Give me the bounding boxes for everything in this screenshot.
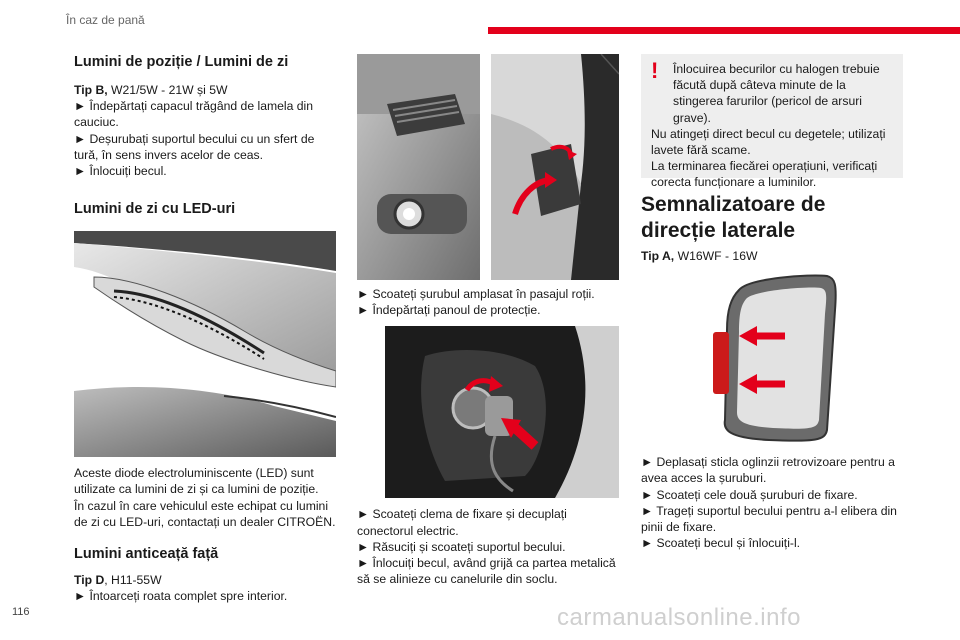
step-m3: ► Scoateți clema de fixare și decuplați … [357,507,567,538]
heading-pozitie: Lumini de poziție / Lumini de zi [74,54,289,70]
step-m4: ► Răsuciți și scoateți suportul becului. [357,539,566,554]
tip-d-line: Tip D, H11-55W [74,572,336,588]
fog-lamp-image [357,54,480,280]
tip-a-line: Tip A, W16WF - 16W [641,248,903,264]
step-b2: ► Deșurubați suportul becului cu un sfer… [74,131,315,162]
warning-text-2: Nu atingeți direct becul cu degetele; ut… [651,126,886,158]
wheel-arch-image [491,54,619,280]
warning-text-3: La terminarea fiecărei operațiuni, verif… [651,159,878,190]
step-m2: ► Îndepărtați panoul de protecție. [357,303,541,318]
right-column: Semnalizatoare de direcție laterale Tip … [641,192,903,551]
bulb-holder-image [385,326,619,499]
tip-b-line: Tip B, W21/5W - 21W și 5W [74,82,336,98]
heading-ceata: Lumini anticeață față [74,546,219,563]
tip-d-value: , H11-55W [104,573,162,588]
tip-a-value: W16WF - 16W [674,249,758,263]
warning-icon: ! [651,58,659,83]
step-r1: ► Deplasați sticla oglinzii retrovizoare… [641,455,895,486]
warning-text-1: Înlocuirea becurilor cu halogen trebuie … [673,62,880,125]
step-b3: ► Înlocuiți becul. [74,164,167,179]
middle-column: ► Scoateți șurubul amplasat în pasajul r… [357,54,619,587]
tip-a-label: Tip A, [641,249,675,263]
step-m1: ► Scoateți șurubul amplasat în pasajul r… [357,287,595,301]
tip-b-label: Tip B, [74,83,108,97]
page-number: 116 [12,606,30,618]
step-d1: ► Întoarceți roata complet spre interior… [74,589,288,604]
led-headlight-image [74,231,336,458]
warning-box: ! Înlocuirea becurilor cu halogen trebui… [641,54,903,189]
step-b1: ► Îndepărtați capacul trăgând de lamela … [74,99,314,130]
left-column: Lumini de poziție / Lumini de zi Tip B, … [74,54,336,604]
led-text-2: În cazul în care vehiculul este echipat … [74,498,336,529]
step-r2: ► Scoateți cele două șuruburi de fixare. [641,487,858,502]
heading-led: Lumini de zi cu LED-uri [74,201,236,218]
tip-b-value: W21/5W - 21W și 5W [107,83,228,97]
watermark: carmanualsonline.info [557,604,801,631]
tip-d-label: Tip D [74,573,105,588]
header-section-title: În caz de pană [66,13,145,27]
step-r4: ► Scoateți becul și înlocuiți-l. [641,536,801,551]
header-red-bar [488,27,960,34]
step-r3: ► Trageți suportul becului pentru a-l el… [641,503,897,535]
mirror-image [709,270,839,445]
heading-semnalizatoare: Semnalizatoare de direcție laterale [641,193,826,242]
step-m5: ► Înlocuiți becul, având grijă ca partea… [357,556,616,587]
led-text-1: Aceste diode electroluminiscente (LED) s… [74,466,319,497]
